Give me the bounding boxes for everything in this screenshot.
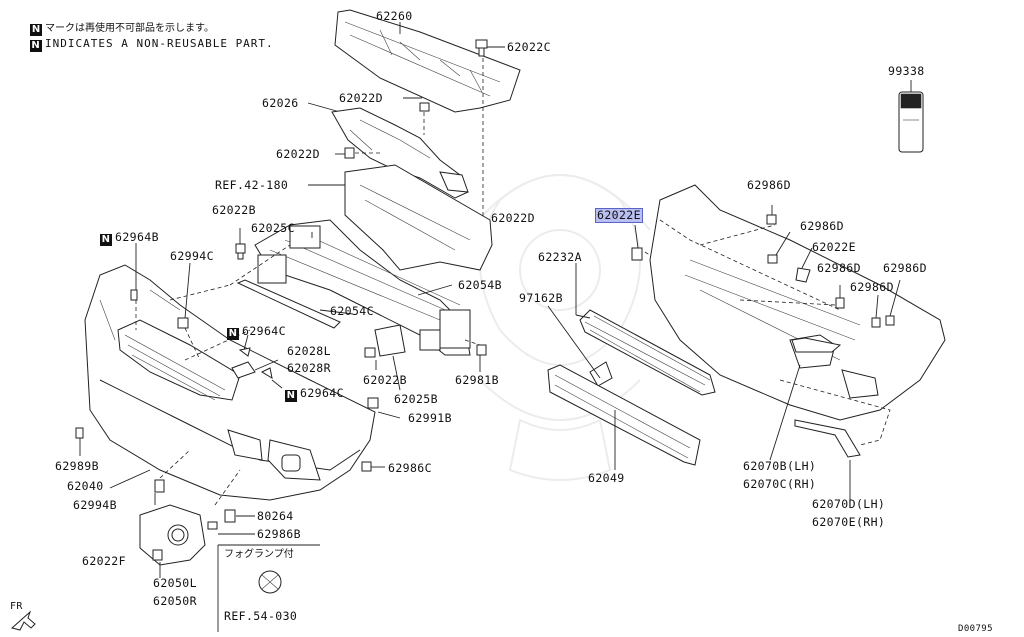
grille-62232a [579, 309, 716, 396]
clip-62022c [475, 39, 488, 57]
part-label[interactable]: 62991B [408, 411, 452, 425]
part-label[interactable]: 62022C [507, 40, 551, 54]
part-number: 62964B [115, 230, 159, 244]
fog-bezel-62050 [139, 504, 206, 566]
part-label[interactable]: 62260 [376, 9, 413, 23]
part-label[interactable]: 62986C [388, 461, 432, 475]
part-label[interactable]: 62986D [883, 261, 927, 275]
part-number: 62964C [300, 386, 344, 400]
part-label[interactable]: 62025C [251, 221, 295, 235]
energy-absorber [344, 164, 493, 271]
part-label[interactable]: 62022D [339, 91, 383, 105]
part-label[interactable]: 62070E(RH) [812, 515, 886, 529]
part-label[interactable]: 62022F [82, 554, 126, 568]
diagram-code: D00795 [958, 624, 993, 634]
fog-note: フォグランプ付 [224, 549, 294, 560]
fog-lamp [258, 570, 282, 594]
part-label[interactable]: 99338 [888, 64, 925, 78]
part-label[interactable]: REF.54-030 [224, 609, 298, 623]
part-label[interactable]: 62022D [276, 147, 320, 161]
bracket-62026 [331, 107, 469, 199]
part-label[interactable]: 62022B [363, 373, 407, 387]
non-reusable-badge: N [30, 40, 42, 52]
part-label[interactable]: 97162B [519, 291, 563, 305]
part-label[interactable]: 62070D(LH) [812, 497, 886, 511]
front-arrow-icon [10, 610, 36, 631]
non-reusable-badge: N [30, 24, 42, 36]
part-label[interactable]: 62025B [394, 392, 438, 406]
non-reusable-badge: N [285, 390, 297, 402]
part-label[interactable]: 62986B [257, 527, 301, 541]
part-label[interactable]: 62050R [153, 594, 197, 608]
part-label[interactable]: 62022E [812, 240, 856, 254]
fr-label: FR [10, 601, 23, 612]
part-label[interactable]: 62989B [55, 459, 99, 473]
part-label[interactable]: 62028R [287, 361, 331, 375]
part-label[interactable]: 62986D [850, 280, 894, 294]
non-reusable-badge: N [227, 328, 239, 340]
part-number: 62964C [242, 324, 286, 338]
bumper-cover-right [649, 184, 946, 446]
bumper-cover-62040 [84, 264, 376, 501]
part-label[interactable]: 62054C [330, 304, 374, 318]
part-label[interactable]: REF.42-180 [215, 178, 289, 192]
part-label[interactable]: 62070C(RH) [743, 477, 817, 491]
part-label[interactable]: 80264 [257, 509, 294, 523]
strip-62054c [236, 279, 341, 329]
part-label[interactable]: 62022D [491, 211, 535, 225]
part-label[interactable]: 62050L [153, 576, 197, 590]
part-label[interactable]: 62986D [747, 178, 791, 192]
under-cover-62260 [334, 9, 521, 113]
part-label-highlighted[interactable]: 62022E [595, 208, 643, 223]
part-label[interactable]: 62070B(LH) [743, 459, 817, 473]
non-reusable-badge: N [100, 234, 112, 246]
part-label[interactable]: 62994B [73, 498, 117, 512]
part-label[interactable]: 62994C [170, 249, 214, 263]
part-label[interactable]: 62049 [588, 471, 625, 485]
part-label[interactable]: 62986D [817, 261, 861, 275]
reinforcement-bar [254, 219, 471, 356]
grille-62049 [547, 364, 701, 466]
part-label[interactable]: 62232A [538, 250, 582, 264]
part-label[interactable]: 62986D [800, 219, 844, 233]
part-label[interactable]: 62040 [67, 479, 104, 493]
bottle-99338 [898, 80, 924, 153]
part-label[interactable]: 62022B [212, 203, 256, 217]
legend-jp-text: マークは再使用不可部品を示します。 [45, 23, 214, 34]
legend-en-text: INDICATES A NON-REUSABLE PART. [45, 37, 274, 50]
part-label[interactable]: 62028L [287, 344, 331, 358]
part-label[interactable]: 62026 [262, 96, 299, 110]
part-label[interactable]: 62054B [458, 278, 502, 292]
part-label[interactable]: 62981B [455, 373, 499, 387]
